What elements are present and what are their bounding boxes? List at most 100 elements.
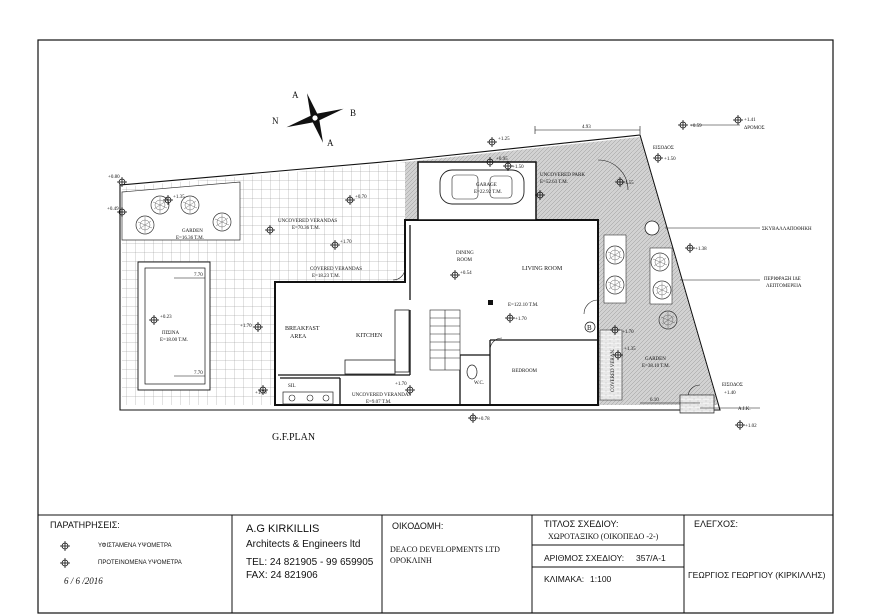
wc-label: W.C. — [474, 381, 484, 386]
garage-area: E=22.92 T.M. — [474, 190, 502, 195]
level-078: +0.78 — [478, 417, 490, 422]
building-label: ΟΙΚΟΔΟΜΗ: — [392, 521, 444, 531]
level-059: +0.59 — [690, 124, 702, 129]
level-170a: +1.70 — [515, 317, 527, 322]
dim-top-width: 4.93 — [582, 125, 591, 130]
drawing-title-value: ΧΩΡΟΤΑΞΙΚΟ (ΟΙΚΟΠΕΔΟ -2-) — [548, 532, 659, 541]
dining-label: DINING — [456, 251, 474, 256]
remarks-label: ΠΑΡΑΤΗΡΗΣΕΙΣ: — [50, 520, 120, 530]
garage-label: GARAGE — [476, 183, 497, 188]
firm-name: A.G KIRKILLIS — [246, 523, 320, 535]
eisodos-bottom: ΕΙΣΟΔΟΣ — [722, 383, 743, 388]
level-138: +1.38 — [695, 247, 707, 252]
compass-n: N — [272, 116, 279, 126]
uncovered-verandas-top-area: E=70.36 T.M. — [292, 226, 320, 231]
firm-fax: FAX: 24 821906 — [246, 570, 318, 581]
left-garden — [121, 181, 241, 241]
level-054: +0.54 — [460, 271, 472, 276]
kitchen-label: KITCHEN — [356, 333, 383, 339]
perifraxi-label-1: ΠΕΡΙΦΡΑΞΗ ΙΔΕ — [764, 277, 801, 282]
sil-fixture — [282, 391, 334, 405]
date: 6 / 6 /2016 — [64, 576, 103, 586]
drawing-number-value: 357/A-1 — [636, 553, 666, 563]
level-170b: +1.70 — [340, 240, 352, 245]
level-150: +1.50 — [512, 165, 524, 170]
breakfast-label: BREAKFAST — [285, 326, 320, 332]
pool-inner — [144, 267, 206, 385]
bedroom-label: BEDROOM — [512, 369, 538, 374]
plan-title: G.F.PLAN — [272, 432, 315, 443]
garden-right-label: GARDEN — [645, 357, 666, 362]
firm-tel: TEL: 24 821905 - 99 659905 — [246, 557, 374, 568]
compass-a2: A — [327, 138, 334, 148]
site-boundary — [119, 134, 721, 411]
level-170e: +1.70 — [255, 391, 267, 396]
bin-store-icon — [644, 220, 660, 236]
right-garden-bed-1 — [603, 234, 627, 304]
building-line-1: DEACO DEVELOPMENTS LTD — [390, 545, 500, 554]
leader-lines — [665, 124, 760, 409]
car-icon — [439, 169, 525, 205]
level-023: +0.23 — [160, 315, 172, 320]
dimension-lines — [174, 126, 700, 404]
level-141: +1.41 — [744, 118, 756, 123]
level-135: +1.35 — [173, 195, 185, 200]
sil-label: SIL — [288, 384, 296, 389]
skyvalapothiki-label: ΣΚΥΒΑΛΛΑΠΟΘΗΚΗ — [762, 227, 812, 232]
eisodos-top-level: +1.50 — [664, 157, 676, 162]
level-135b: +1.35 — [624, 347, 636, 352]
breakfast-label-2: AREA — [290, 334, 307, 340]
covered-veranda-right-label: COVERED VERAN. — [611, 349, 616, 392]
right-garden-bed-2 — [649, 247, 673, 305]
compass-b: B — [350, 108, 356, 118]
uncovered-verandas-bottom-label: UNCOVERED VERANDAS — [352, 393, 411, 398]
eisodos-top: ΕΙΣΟΔΟΣ — [653, 146, 674, 151]
scale-value: 1:100 — [590, 574, 612, 584]
uncovered-park-area: E=52.63 T.M. — [540, 180, 568, 185]
compass-a1: A — [292, 90, 299, 100]
covered-verandas-label: COVERED VERANDAS — [310, 267, 362, 272]
perifraxi-label-2: ΛΕΠΤΟΜΕΡΕΙΑ — [766, 284, 802, 289]
level-095: +0.95 — [496, 157, 508, 162]
uncovered-verandas-bottom-area: E=9.07 T.M. — [366, 400, 391, 405]
dromos-label: ΔΡΟΜΟΣ — [744, 126, 765, 131]
covered-verandas-area: E=18.23 T.M. — [312, 274, 340, 279]
living-area: E=122.10 T.M. — [508, 303, 538, 308]
level-125: +1.25 — [498, 137, 510, 142]
marker-b: B — [587, 324, 592, 332]
pool-label: ΠΙΣΙΝΑ — [162, 331, 179, 336]
scale-label: ΚΛΙΜΑΚΑ: — [544, 574, 585, 584]
interior-walls — [278, 225, 598, 405]
check-label: ΕΛΕΓΧΟΣ: — [694, 519, 739, 529]
garden-left-label: GARDEN — [182, 229, 203, 234]
north-arrow-icon — [286, 93, 344, 143]
dining-label-2: ROOM — [457, 258, 473, 263]
eisodos-bottom-level: +1.40 — [724, 391, 736, 396]
drawing-number-label: ΑΡΙΘΜΟΣ ΣΧΕΔΙΟΥ: — [544, 553, 625, 563]
dim-pool-bottom: 7.70 — [194, 371, 203, 376]
a-ik-label: A.I.K. — [738, 407, 751, 412]
pool-area: E=18.00 T.M. — [160, 338, 188, 343]
uncovered-park-label: UNCOVERED PARK — [540, 173, 585, 178]
level-155: +1.55 — [622, 181, 634, 186]
uncovered-verandas-top-label: UNCOVERED VERANDAS — [278, 219, 337, 224]
level-170f: +1.70 — [622, 330, 634, 335]
garden-right-area: E=38.10 T.M. — [642, 364, 670, 369]
sheet-border — [37, 39, 834, 614]
garden-left-area: E=16.36 T.M. — [176, 236, 204, 241]
legend-existing: ΥΦΙΣΤΑΜΕΝΑ ΥΨΟΜΕΤΡΑ — [98, 543, 172, 549]
wc-fixture — [466, 364, 478, 380]
level-170c: +1.70 — [240, 324, 252, 329]
level-170d: +1.70 — [395, 382, 407, 387]
title-block — [38, 514, 833, 613]
kitchen-counter — [394, 309, 410, 373]
kitchen-counter-2 — [344, 359, 396, 375]
stairs — [429, 309, 461, 371]
legend-proposed: ΠΡΟΤΕΙΝΟΜΕΝΑ ΥΨΟΜΕΤΡΑ — [98, 560, 182, 566]
level-102: +1.02 — [745, 424, 757, 429]
dim-bottom-width: 6.10 — [650, 398, 659, 403]
firm-sub: Architects & Engineers ltd — [246, 539, 361, 550]
dim-pool-top: 7.70 — [194, 273, 203, 278]
drawing-title-label: ΤΙΤΛΟΣ ΣΧΕΔΙΟΥ: — [544, 519, 619, 529]
